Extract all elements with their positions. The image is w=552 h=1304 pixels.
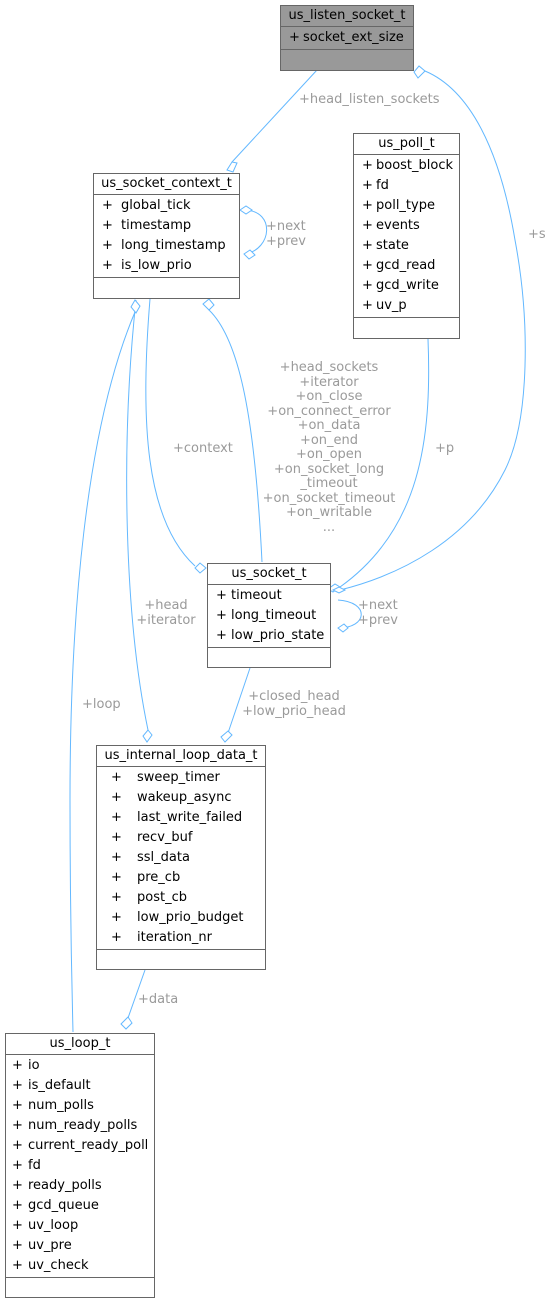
label-head-listen-sockets: +head_listen_sockets [299,92,440,107]
edge-context [145,298,196,567]
attribute: +socket_ext_size [289,30,404,45]
class-us-socket-context-t[interactable]: us_socket_context_t +global_tick +timest… [93,173,240,299]
attribute: +state [362,238,409,253]
label-data: +data [138,992,179,1007]
aggregation-diamond [413,65,426,79]
aggregation-diamond [130,299,141,314]
label-s: +s [528,227,546,242]
edge-context-self [245,209,268,255]
attribute: +low_prio_budget [111,910,244,925]
attribute-list: +global_tick +timestamp +long_timestamp … [94,195,239,278]
attribute: +uv_pre [12,1238,72,1253]
attribute: +sweep_timer [111,770,220,785]
aggregation-diamond [337,623,349,633]
class-us-listen-socket-t[interactable]: us_listen_socket_t +socket_ext_size [280,5,414,71]
attribute: +low_prio_state [216,628,325,643]
attribute: +ssl_data [111,850,190,865]
aggregation-diamond [331,586,347,594]
class-title: us_internal_loop_data_t [97,746,265,767]
attribute: +boost_block [362,158,454,173]
attribute-list: +sweep_timer +wakeup_async +last_write_f… [97,767,265,950]
attribute: +ready_polls [12,1178,102,1193]
attribute-list: +io +is_default +num_polls +num_ready_po… [6,1055,154,1278]
attribute: +iteration_nr [111,930,213,945]
label-context-self: +next +prev [266,219,306,249]
attribute: +post_cb [111,890,187,905]
class-us-poll-t[interactable]: us_poll_t +boost_block +fd +poll_type +e… [353,133,460,339]
attribute: +events [362,218,420,233]
class-us-socket-t[interactable]: us_socket_t +timeout +long_timeout +low_… [207,563,331,668]
aggregation-diamond [220,730,233,743]
label-socket-self: +next +prev [358,598,398,628]
aggregation-diamond [142,729,153,743]
attribute: +uv_check [12,1258,89,1273]
edge-s [339,70,526,591]
attribute: +gcd_read [362,258,436,273]
attribute: +pre_cb [111,870,181,885]
attribute: +uv_loop [12,1218,79,1233]
aggregation-diamond [226,161,238,173]
aggregation-diamond [243,249,256,260]
attribute-list: +socket_ext_size [281,27,413,50]
attribute: +io [12,1058,40,1073]
edge-head-iterator [126,299,149,731]
label-loop: +loop [82,697,121,712]
attribute: +uv_p [362,298,407,313]
attribute: +gcd_queue [12,1198,99,1213]
aggregation-diamond [120,1016,133,1030]
attribute: +last_write_failed [111,810,243,825]
attribute: +fd [362,178,389,193]
attribute: +current_ready_poll [12,1138,149,1153]
label-context: +context [173,441,233,456]
aggregation-diamond [202,298,215,311]
attribute: +num_polls [12,1098,94,1113]
attribute: +poll_type [362,198,435,213]
label-socket-context-to-socket: +head_sockets +iterator +on_close +on_co… [262,360,396,535]
attribute: +gcd_write [362,278,439,293]
edge-loop [69,311,136,1033]
edge-socket-context-to-socket [208,309,263,563]
class-title: us_loop_t [6,1034,154,1055]
attribute: +is_low_prio [102,258,192,273]
attribute-list: +boost_block +fd +poll_type +events +sta… [354,155,459,318]
class-us-loop-t[interactable]: us_loop_t +io +is_default +num_polls +nu… [5,1033,155,1298]
attribute: +long_timeout [216,608,317,623]
class-title: us_listen_socket_t [281,6,413,27]
attribute: +long_timestamp [102,238,226,253]
attribute: +fd [12,1158,41,1173]
attribute: +num_ready_polls [12,1118,138,1133]
label-p: +p [435,441,455,456]
attribute: +recv_buf [111,830,193,845]
attribute: +timeout [216,588,282,603]
label-head-iterator: +head +iterator [136,598,196,628]
edge-head-listen-sockets [231,69,318,163]
attribute: +global_tick [102,198,191,213]
aggregation-diamond [239,205,253,215]
attribute: +timestamp [102,218,192,233]
attribute: +is_default [12,1078,91,1093]
attribute: +wakeup_async [111,790,232,805]
class-title: us_socket_context_t [94,174,239,195]
edge-data [127,969,146,1019]
attribute-list: +timeout +long_timeout +low_prio_state [208,585,330,648]
aggregation-diamond [194,562,207,574]
class-title: us_poll_t [354,134,459,155]
edge-p [339,338,430,588]
class-title: us_socket_t [208,564,330,585]
edge-closed-head [227,667,251,734]
label-closed-head: +closed_head +low_prio_head [242,689,346,719]
class-us-internal-loop-data-t[interactable]: us_internal_loop_data_t +sweep_timer +wa… [96,745,266,970]
